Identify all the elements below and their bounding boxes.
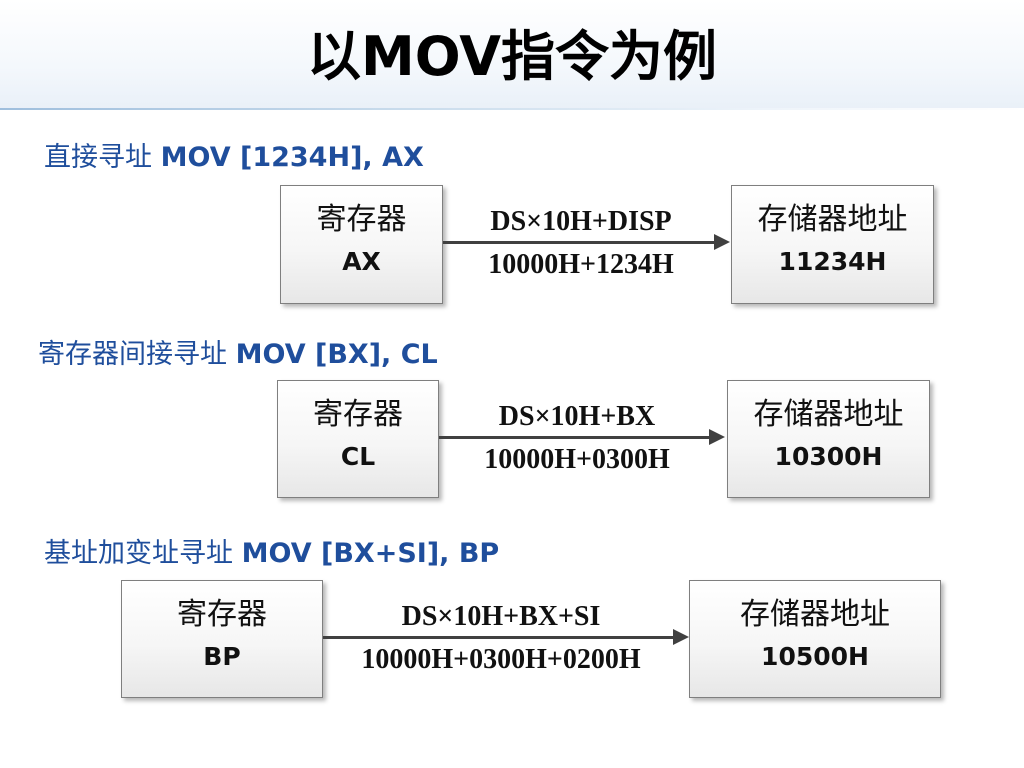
section-heading-zh: 寄存器间接寻址: [38, 339, 227, 370]
memory-label: 存储器地址: [740, 597, 890, 632]
register-box: 寄存器 AX: [280, 185, 443, 304]
register-name: CL: [340, 442, 376, 471]
section-heading-code: MOV [BX], CL: [235, 339, 438, 370]
formula-bottom: 10000H+0300H: [484, 444, 670, 475]
arrow-head-icon: [709, 429, 725, 445]
page-title: 以MOV指令为例: [307, 25, 717, 88]
register-label: 寄存器: [316, 202, 407, 237]
formula-top: DS×10H+BX: [498, 401, 656, 432]
section-heading-register-indirect: 寄存器间接寻址 MOV [BX], CL: [38, 338, 438, 372]
section-heading-code: MOV [BX+SI], BP: [241, 538, 500, 569]
register-label: 寄存器: [313, 397, 403, 432]
arrow-head-icon: [714, 234, 730, 250]
memory-value: 10300H: [774, 442, 883, 471]
memory-value: 11234H: [778, 247, 887, 276]
formula-bottom: 10000H+1234H: [488, 249, 674, 280]
memory-box: 存储器地址 10300H: [727, 380, 930, 498]
memory-box: 存储器地址 11234H: [731, 185, 934, 304]
register-label: 寄存器: [177, 597, 267, 632]
arrow: [443, 234, 730, 250]
register-name: BP: [203, 642, 241, 671]
register-box: 寄存器 CL: [277, 380, 439, 498]
register-box: 寄存器 BP: [121, 580, 323, 698]
formula-top: DS×10H+DISP: [490, 206, 672, 237]
memory-box: 存储器地址 10500H: [689, 580, 941, 698]
section-heading-direct: 直接寻址 MOV [1234H], AX: [44, 141, 424, 175]
memory-value: 10500H: [761, 642, 869, 671]
section-heading-zh: 直接寻址: [44, 142, 152, 173]
section-heading-code: MOV [1234H], AX: [160, 142, 424, 173]
register-name: AX: [342, 247, 381, 276]
formula-top: DS×10H+BX+SI: [401, 601, 601, 632]
formula-bottom: 10000H+0300H+0200H: [361, 644, 641, 675]
memory-label: 存储器地址: [757, 202, 908, 237]
arrow: [323, 629, 689, 645]
memory-label: 存储器地址: [753, 397, 904, 432]
header-divider: [0, 108, 1024, 110]
header-band: [0, 0, 1024, 110]
arrow-head-icon: [673, 629, 689, 645]
section-heading-based-indexed: 基址加变址寻址 MOV [BX+SI], BP: [44, 537, 499, 571]
arrow: [439, 429, 725, 445]
section-heading-zh: 基址加变址寻址: [44, 538, 233, 569]
